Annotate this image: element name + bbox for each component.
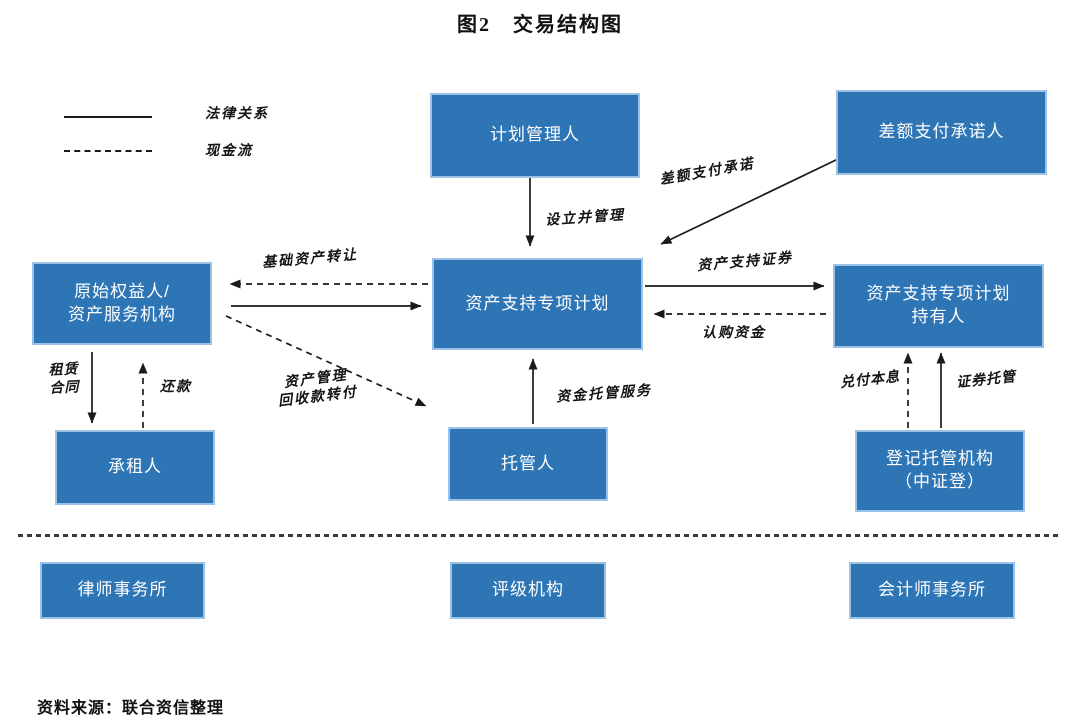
edge-label-pay-principal-interest: 兑付本息 xyxy=(839,369,901,392)
legend-solid-label: 法律关系 xyxy=(205,107,269,122)
edge-label-lease-contract-line2: 合同 xyxy=(49,380,80,397)
node-originator-line1: 原始权益人/ xyxy=(74,281,170,301)
node-accounting-firm-label: 会计师事务所 xyxy=(878,580,986,600)
node-custodian: 托管人 xyxy=(448,427,608,501)
legend-dashed-label: 现金流 xyxy=(205,144,253,159)
edge-label-lease-contract-line1: 租赁 xyxy=(48,362,79,379)
node-spv-label: 资产支持专项计划 xyxy=(465,293,610,313)
node-holders-line1: 资产支持专项计划 xyxy=(866,284,1011,304)
edge-label-securities-custody: 证券托管 xyxy=(955,369,1017,392)
edge-label-difference-payment-promise: 差额支付承诺 xyxy=(658,156,756,189)
node-rating-agency-label: 评级机构 xyxy=(492,580,564,600)
node-difference-payment-promisor: 差额支付承诺人 xyxy=(836,90,1047,175)
node-registrar: 登记托管机构 （中证登） xyxy=(855,430,1025,512)
node-registrar-line1: 登记托管机构 xyxy=(886,449,994,469)
data-source-note: 资料来源：联合资信整理 xyxy=(37,700,225,717)
node-custodian-label: 托管人 xyxy=(501,453,555,473)
section-divider-dashed xyxy=(18,534,1062,537)
edge-label-establish-and-manage: 设立并管理 xyxy=(544,208,626,229)
node-spv: 资产支持专项计划 xyxy=(432,258,643,350)
node-accounting-firm: 会计师事务所 xyxy=(849,562,1015,619)
node-plan-manager: 计划管理人 xyxy=(430,93,640,178)
node-rating-agency: 评级机构 xyxy=(450,562,606,619)
edge-label-repayment: 还款 xyxy=(160,380,192,395)
node-registrar-line2: （中证登） xyxy=(895,472,985,491)
node-holders-line2: 持有人 xyxy=(911,307,966,326)
legend-dashed-line xyxy=(64,150,152,152)
node-law-firm-label: 律师事务所 xyxy=(77,580,168,600)
node-difference-payment-promisor-label: 差额支付承诺人 xyxy=(878,122,1005,142)
node-originator-line2: 资产服务机构 xyxy=(68,304,176,324)
node-lessee-label: 承租人 xyxy=(108,457,162,477)
edge-label-asset-backed-securities: 资产支持证券 xyxy=(696,250,794,275)
node-holders: 资产支持专项计划 持有人 xyxy=(833,264,1044,348)
node-plan-manager-label: 计划管理人 xyxy=(490,125,580,145)
node-law-firm: 律师事务所 xyxy=(40,562,205,619)
diagram-title: 图2 交易结构图 xyxy=(457,14,623,36)
edge-label-underlying-asset-transfer: 基础资产转让 xyxy=(261,247,359,272)
edge-label-recovery-transfer: 资产管理 回收款转付 xyxy=(260,364,374,414)
edge-label-subscription-funds: 认购资金 xyxy=(702,326,766,341)
legend-solid-line xyxy=(64,116,152,118)
node-lessee: 承租人 xyxy=(55,430,215,505)
node-originator: 原始权益人/ 资产服务机构 xyxy=(32,262,212,345)
edge-label-lease-contract: 租赁 合同 xyxy=(45,361,83,399)
edge-label-fund-custody-service: 资金托管服务 xyxy=(555,383,653,406)
